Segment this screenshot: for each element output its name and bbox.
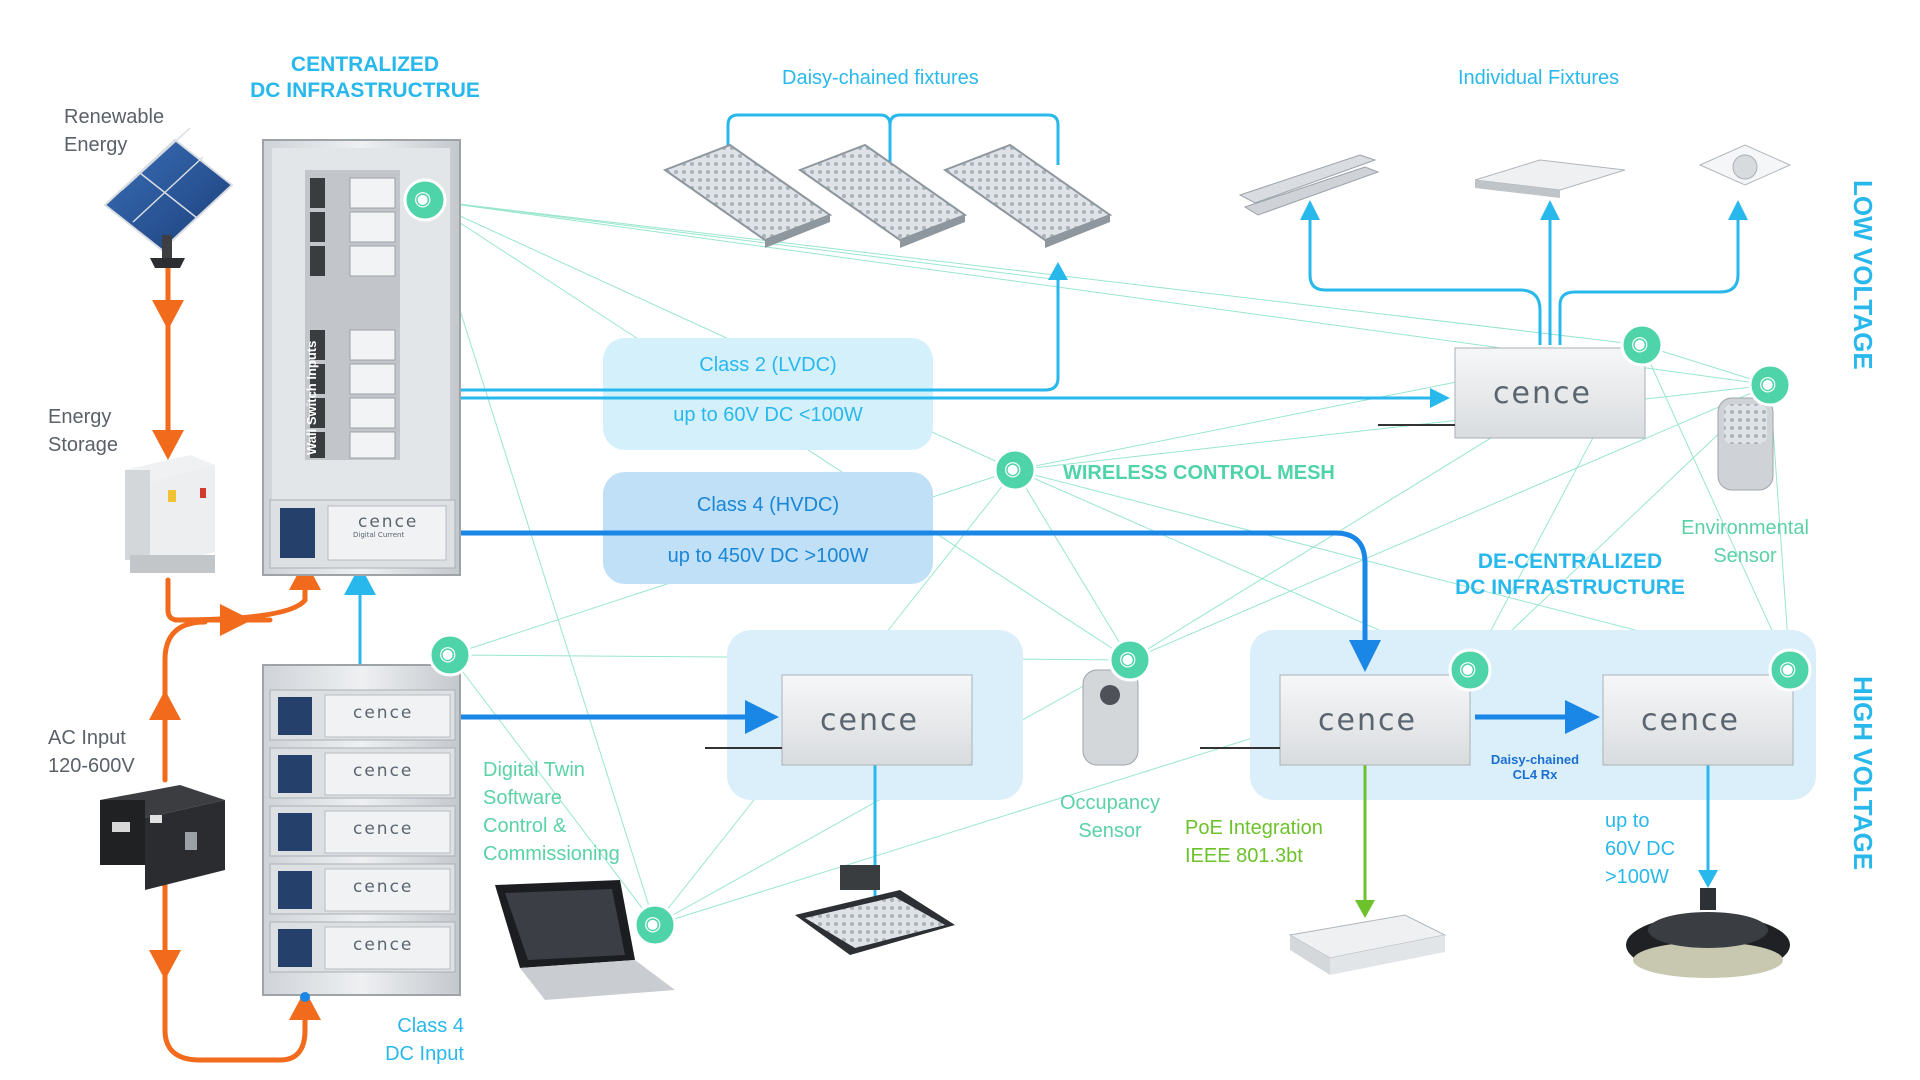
class4-wiring	[440, 530, 1575, 720]
wifi-icon: ◉	[414, 188, 432, 210]
individual-fixtures	[1238, 144, 1792, 216]
wifi-icon: ◉	[1459, 658, 1477, 680]
class2-wiring	[358, 113, 1740, 910]
brand-logo: cence	[353, 761, 414, 781]
brand-logo: cence	[353, 819, 414, 839]
brand-logo: cence	[353, 935, 414, 955]
orange-arrowheads	[149, 300, 321, 1020]
class2-title: Class 2 (LVDC)	[699, 354, 837, 376]
class2-spec: up to 60V DC <100W	[673, 404, 863, 426]
ac-generator	[100, 785, 225, 890]
wifi-icon: ◉	[439, 643, 457, 665]
brand-logo: cence	[820, 703, 919, 738]
wifi-icon: ◉	[1631, 333, 1649, 355]
brand-logo: cence	[1493, 376, 1592, 411]
environmental-sensor	[1717, 397, 1774, 491]
wifi-icon: ◉	[1759, 373, 1777, 395]
low-voltage-label: LOW VOLTAGE	[1848, 180, 1878, 370]
brand-logo: cence	[358, 512, 419, 532]
solar-panel	[103, 127, 234, 268]
wifi-icon: ◉	[1119, 648, 1137, 670]
wall-switch-label: Wall Switch Inputs	[304, 340, 319, 455]
wifi-badges	[403, 178, 1812, 947]
brand-logo: cence	[1641, 703, 1740, 738]
daisy-chained-fixtures	[662, 143, 1113, 248]
class4-pill	[603, 472, 933, 584]
occupancy-sensor	[1082, 669, 1139, 766]
class4-title: Class 4 (HVDC)	[696, 494, 840, 516]
poe-arrowhead	[1355, 900, 1375, 918]
daisy-fixtures-title: Daisy-chained fixtures	[782, 67, 979, 89]
cence-node-decentral-1	[1200, 674, 1471, 766]
class2-pill	[603, 338, 933, 450]
class4-arrowheads	[745, 640, 1600, 734]
brand-tagline: Digital Current	[353, 531, 405, 539]
energy-storage-cabinet	[125, 455, 215, 573]
cence-node-lv	[1378, 347, 1646, 439]
individual-fixtures-title: Individual Fixtures	[1458, 67, 1620, 89]
high-bay-fixture	[1626, 888, 1790, 978]
cence-node-hv	[705, 674, 973, 766]
high-voltage-label: HIGH VOLTAGE	[1848, 676, 1878, 871]
poe-switch	[1288, 914, 1447, 975]
floodlight-fixture	[795, 865, 955, 955]
wifi-icon: ◉	[1779, 658, 1797, 680]
laptop	[495, 880, 675, 1000]
cence-node-decentral-2	[1602, 674, 1794, 766]
brand-logo: cence	[353, 703, 414, 723]
wifi-icon: ◉	[1004, 458, 1022, 480]
blue-arrowheads	[344, 200, 1748, 918]
brand-logo: cence	[1318, 703, 1417, 738]
class4-spec: up to 450V DC >100W	[667, 545, 869, 567]
dc-rack	[262, 664, 461, 1002]
wireless-mesh-label: WIRELESS CONTROL MESH	[1063, 462, 1335, 484]
brand-logo: cence	[353, 877, 414, 897]
wifi-icon: ◉	[644, 913, 662, 935]
